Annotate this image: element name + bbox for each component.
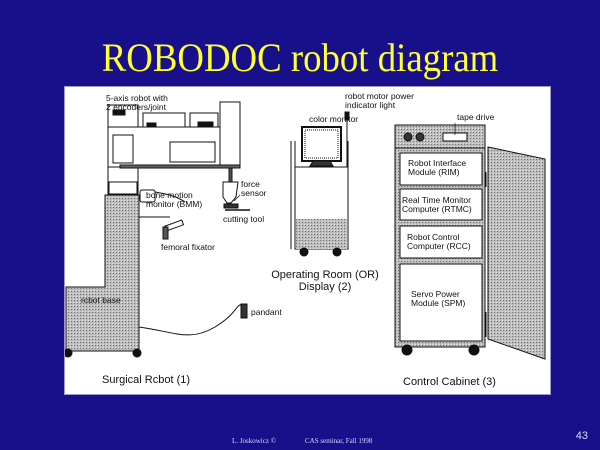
label-rim-line2: Module (RIM) xyxy=(408,167,460,177)
robot-wheel-right xyxy=(132,348,142,358)
rcc-box xyxy=(399,225,483,259)
indicator-light xyxy=(344,111,350,121)
label-robot-line2: 2 encoders/joint xyxy=(106,102,167,112)
cabinet-door xyxy=(487,146,546,360)
pendant-cable xyxy=(138,303,246,336)
caption-control-cabinet: Control Cabinet (3) xyxy=(403,376,496,388)
label-tape-drive: tape drive xyxy=(457,112,495,122)
robodoc-diagram: 5-axis robot with 2 encoders/joint bone … xyxy=(65,91,546,388)
label-spm-line1: Servo Power xyxy=(411,289,460,299)
label-robot-base: rcbot base xyxy=(81,295,121,305)
label-femoral-fixator: femoral fixator xyxy=(161,242,215,252)
robot-arm-tower xyxy=(219,101,241,168)
label-pendant: pandant xyxy=(251,307,282,317)
label-cutting-tool: cutting tool xyxy=(223,214,264,224)
caption-or-display-line1: Operating Room (OR) xyxy=(271,269,379,281)
diagram-panel: 5-axis robot with 2 encoders/joint bone … xyxy=(64,86,551,395)
footer-author: L. Joskowicz © xyxy=(232,437,277,445)
label-light-line2: indicator light xyxy=(345,100,396,110)
page-number: 43 xyxy=(575,430,588,442)
spm-box xyxy=(399,263,483,342)
label-force-line1: force xyxy=(241,179,260,189)
pendant-shape xyxy=(240,303,248,319)
label-light-line1: robot motor power xyxy=(345,91,414,101)
force-sensor-shape xyxy=(222,181,239,204)
slide-title: ROBODOC robot diagram xyxy=(101,35,499,80)
label-rim-line1: Robot Interface xyxy=(408,158,466,168)
or-display xyxy=(290,111,350,257)
label-rtmc-line1: Real Time Monitor xyxy=(402,195,471,205)
caption-or-display-line2: Display (2) xyxy=(299,281,352,293)
robot-wheel-left xyxy=(65,348,73,358)
label-rcc-line1: Robot Control xyxy=(407,232,460,242)
surgical-robot xyxy=(65,101,250,358)
rim-box xyxy=(399,152,483,186)
rtmc-box xyxy=(399,188,483,221)
label-color-monitor: color monitor xyxy=(309,114,358,124)
label-spm-line2: Module (SPM) xyxy=(411,298,465,308)
label-bmm-line2: monitor (BMM) xyxy=(146,199,202,209)
caption-surgical-robot: Surgical Rcbot (1) xyxy=(102,374,190,386)
footer-course: CAS seminar, Fall 1998 xyxy=(305,437,373,445)
label-bmm-line1: bone motion xyxy=(146,190,193,200)
label-rcc-line2: Computer (RCC) xyxy=(407,241,471,251)
label-robot-line1: 5-axis robot with xyxy=(106,93,168,103)
label-force-line2: sensor xyxy=(241,188,267,198)
bmm-shape xyxy=(139,189,156,203)
label-rtmc-line2: Computer (RTMC) xyxy=(402,204,472,214)
robot-base-shape xyxy=(65,194,140,352)
control-cabinet xyxy=(394,124,546,360)
